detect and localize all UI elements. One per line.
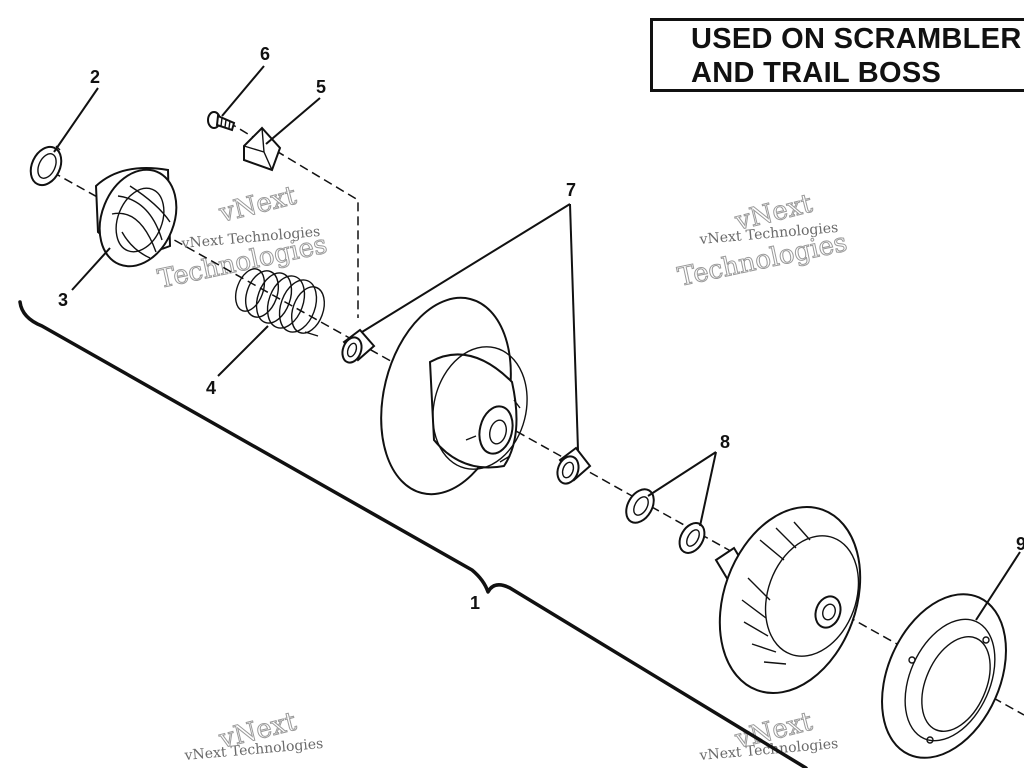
callout-4: 4 xyxy=(206,378,216,398)
cam-housing-part xyxy=(94,167,178,268)
callout-5: 5 xyxy=(316,77,326,97)
moveable-sheave-part xyxy=(380,296,528,496)
callout-8: 8 xyxy=(720,432,730,452)
usage-note-line-2: AND TRAIL BOSS xyxy=(691,57,942,89)
leader-line-3 xyxy=(71,247,111,291)
leader-line-8a xyxy=(647,451,717,497)
watermark-brand: vNext xyxy=(215,181,299,229)
leader-line-6 xyxy=(221,65,265,117)
wedge-block-part xyxy=(243,126,282,172)
leader-line-4 xyxy=(217,325,269,377)
leader-line-7a xyxy=(361,203,571,333)
bushing-lower-part xyxy=(556,446,592,485)
callout-2: 2 xyxy=(90,67,100,87)
assembly-bracket xyxy=(18,300,808,768)
bolt-part xyxy=(207,111,236,132)
watermark-bottom-left: vNext vNext Technologies xyxy=(183,706,324,764)
callout-6: 6 xyxy=(260,44,270,64)
leader-line-2 xyxy=(53,87,99,153)
bushing-upper-part xyxy=(341,328,376,364)
leader-line-7b xyxy=(569,203,579,451)
cover-plate-part xyxy=(881,593,1007,759)
leader-line-8b xyxy=(699,451,717,527)
washer-upper-part xyxy=(625,488,655,524)
stationary-sheave-part xyxy=(714,506,862,694)
usage-note-box: USED ON SCRAMBLER AND TRAIL BOSS xyxy=(650,18,1024,92)
snap-ring-part xyxy=(29,145,63,187)
leader-line-5 xyxy=(265,97,321,145)
center-axis xyxy=(39,164,1024,716)
spring-part xyxy=(234,268,326,337)
usage-note-line-1: USED ON SCRAMBLER xyxy=(691,23,1022,55)
callout-3: 3 xyxy=(58,290,68,310)
callout-7: 7 xyxy=(566,180,576,200)
watermark-top-right: vNext vNext Technologies Technologies xyxy=(675,188,851,293)
callout-9: 9 xyxy=(1016,534,1024,554)
washer-lower-part xyxy=(678,522,706,554)
callout-1: 1 xyxy=(470,593,480,613)
leader-line-9 xyxy=(975,551,1021,621)
